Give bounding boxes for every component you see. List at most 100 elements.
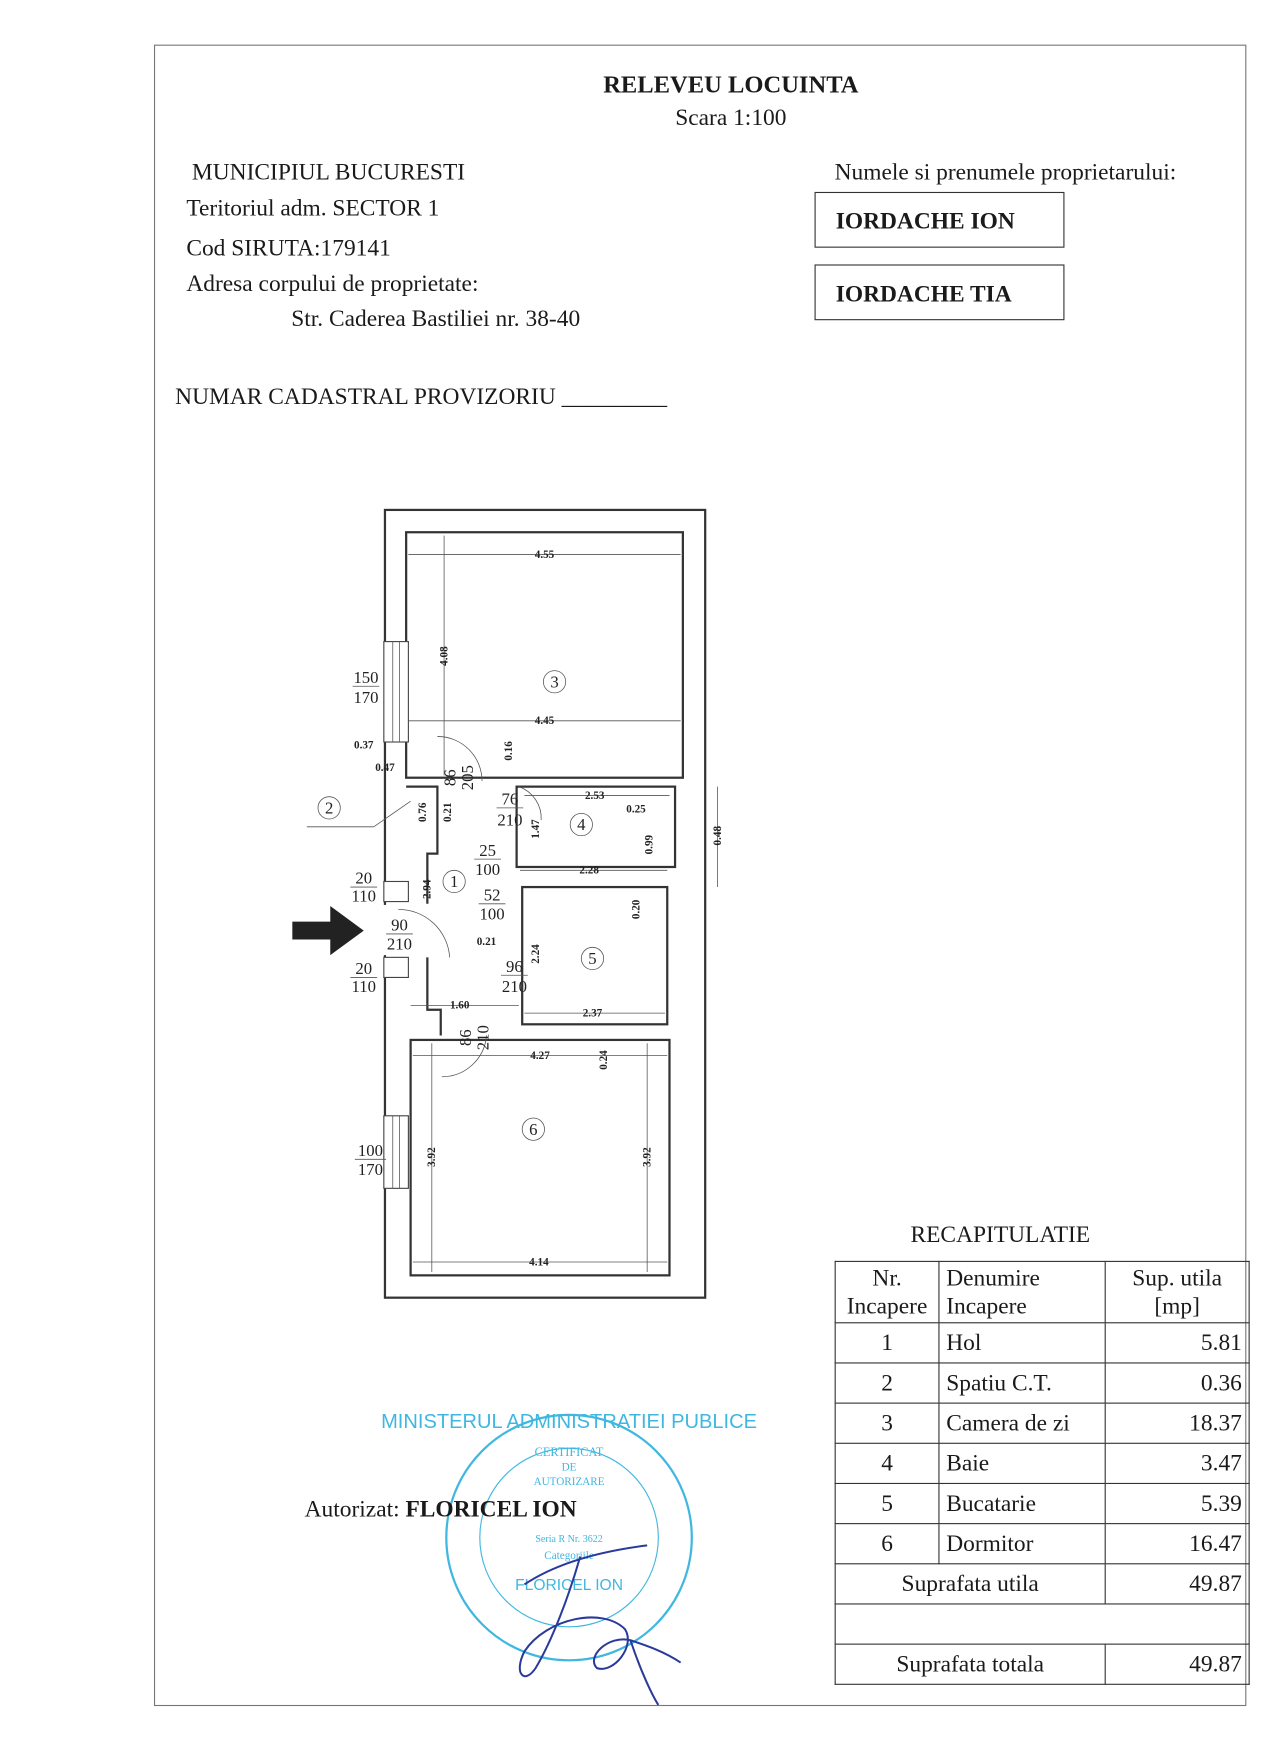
opening-height: 170 bbox=[358, 1160, 383, 1179]
cell-nr: 3 bbox=[834, 1402, 940, 1444]
dim-label: 0.24 bbox=[598, 1050, 610, 1070]
opening-height: 110 bbox=[352, 887, 376, 906]
cell-nr: 6 bbox=[834, 1523, 940, 1565]
stamp-text: FLORICEL ION bbox=[515, 1577, 623, 1594]
address: Str. Caderea Bastiliei nr. 38-40 bbox=[291, 304, 581, 332]
cell-nr: 1 bbox=[834, 1322, 940, 1364]
header-area: Sup. utila [mp] bbox=[1104, 1260, 1250, 1324]
opening-height: 100 bbox=[480, 904, 505, 923]
authorized-name: FLORICEL ION bbox=[405, 1495, 577, 1522]
room-number-6: 6 bbox=[529, 1120, 537, 1139]
dim-label: 2.37 bbox=[583, 1007, 603, 1019]
opening-height: 210 bbox=[387, 935, 412, 954]
opening-width: 100 bbox=[358, 1141, 383, 1160]
dim-label: 0.25 bbox=[626, 803, 646, 815]
dim-label: 0.99 bbox=[644, 834, 656, 854]
dim-label: 2.94 bbox=[422, 879, 434, 899]
cell-name: Hol bbox=[938, 1322, 1106, 1364]
opening-width: 52 bbox=[484, 885, 501, 904]
stamp-ring-text: MINISTERUL ADMINISTRATIEI PUBLICE bbox=[381, 1411, 757, 1433]
dim-label: 4.55 bbox=[535, 549, 555, 561]
cell-name: Dormitor bbox=[938, 1523, 1106, 1565]
dim-label: 0.20 bbox=[630, 899, 642, 919]
dim-label: 0.21 bbox=[442, 803, 454, 822]
opening-width: 20 bbox=[355, 959, 372, 978]
dim-label: 1.47 bbox=[530, 819, 542, 839]
dim-label: 3.92 bbox=[426, 1147, 438, 1167]
opening-height: 210 bbox=[474, 1025, 493, 1050]
cadastral-label: NUMAR CADASTRAL PROVIZORIU bbox=[175, 382, 556, 410]
signature bbox=[518, 1544, 682, 1706]
opening-height: 170 bbox=[353, 688, 378, 707]
cell-area: 0.36 bbox=[1104, 1362, 1250, 1404]
hall-wall bbox=[406, 785, 442, 1036]
stamp-text: CERTIFICAT bbox=[535, 1445, 604, 1459]
stamp-text: DE bbox=[562, 1462, 577, 1474]
territory: Teritoriul adm. SECTOR 1 bbox=[186, 194, 440, 221]
dim-label: 4.14 bbox=[529, 1256, 549, 1268]
cell-nr: 2 bbox=[834, 1362, 940, 1404]
dim-label: 0.48 bbox=[712, 826, 724, 846]
cell-nr: 4 bbox=[834, 1442, 940, 1485]
room-number-3: 3 bbox=[550, 672, 558, 691]
official-stamp: CERTIFICAT DE AUTORIZARE Seria R Nr. 362… bbox=[381, 1411, 757, 1662]
document-title: RELEVEU LOCUINTA bbox=[603, 70, 859, 99]
dim-label: 4.08 bbox=[438, 646, 450, 666]
windows bbox=[382, 641, 410, 1189]
table-header-row: Nr. Incapere Denumire Incapere Sup. util… bbox=[834, 1260, 1250, 1324]
opening-width: 76 bbox=[502, 789, 519, 808]
dim-label: 0.47 bbox=[375, 762, 395, 774]
stamp-text: Seria R Nr. 3622 bbox=[535, 1534, 602, 1545]
room-4-outline bbox=[515, 785, 677, 869]
opening-width: 86 bbox=[440, 769, 459, 786]
cell-area: 3.47 bbox=[1104, 1442, 1250, 1485]
room-number-2: 2 bbox=[325, 798, 333, 817]
dim-label: 1.60 bbox=[450, 1000, 470, 1012]
stamp-text: AUTORIZARE bbox=[534, 1476, 605, 1488]
dim-label: 0.76 bbox=[417, 802, 429, 822]
total-area-label: Suprafata totala bbox=[834, 1643, 1106, 1685]
opening-height: 210 bbox=[502, 977, 527, 996]
opening-width: 96 bbox=[506, 957, 523, 976]
siruta-code: Cod SIRUTA:179141 bbox=[186, 234, 391, 262]
opening-width: 25 bbox=[479, 841, 496, 860]
dimension-lines bbox=[306, 535, 718, 1273]
dim-label: 0.16 bbox=[503, 741, 515, 761]
authorized-section: Autorizat: FLORICEL ION bbox=[305, 1495, 577, 1523]
cell-area: 18.37 bbox=[1104, 1402, 1250, 1444]
room-number-4: 4 bbox=[577, 815, 586, 834]
cadastral-value: _________ bbox=[561, 382, 668, 410]
cell-area: 16.47 bbox=[1104, 1523, 1250, 1565]
opening-width: 90 bbox=[391, 916, 408, 935]
room-6-outline bbox=[409, 1038, 671, 1277]
recap-table: Nr. Incapere Denumire Incapere Sup. util… bbox=[834, 1260, 1250, 1685]
owner-label: Numele si prenumele proprietarului: bbox=[834, 158, 1177, 186]
room-number-1: 1 bbox=[450, 872, 458, 891]
municipality: MUNICIPIUL BUCURESTI bbox=[191, 158, 466, 186]
cell-name: Baie bbox=[938, 1442, 1106, 1485]
header-name: Denumire Incapere bbox=[938, 1260, 1106, 1324]
opening-height: 100 bbox=[475, 860, 500, 879]
dim-label: 2.53 bbox=[585, 790, 605, 802]
useful-area-label: Suprafata utila bbox=[834, 1563, 1106, 1605]
dim-label: 2.24 bbox=[530, 944, 542, 964]
dim-label: 0.37 bbox=[354, 740, 374, 752]
dim-label: 2.28 bbox=[579, 865, 599, 877]
scale-label: Scara 1:100 bbox=[675, 103, 787, 131]
stamp-text: Categoriile bbox=[544, 1550, 594, 1562]
dim-label: 0.21 bbox=[477, 936, 497, 948]
page-border bbox=[153, 44, 1247, 1707]
cadastral-number: NUMAR CADASTRAL PROVIZORIU _________ bbox=[175, 383, 667, 411]
total-area-value: 49.87 bbox=[1104, 1643, 1250, 1685]
opening-width: 150 bbox=[353, 668, 378, 687]
cell-area: 5.39 bbox=[1104, 1482, 1250, 1525]
room-5-outline bbox=[521, 885, 669, 1026]
dim-label: 4.27 bbox=[530, 1050, 550, 1062]
